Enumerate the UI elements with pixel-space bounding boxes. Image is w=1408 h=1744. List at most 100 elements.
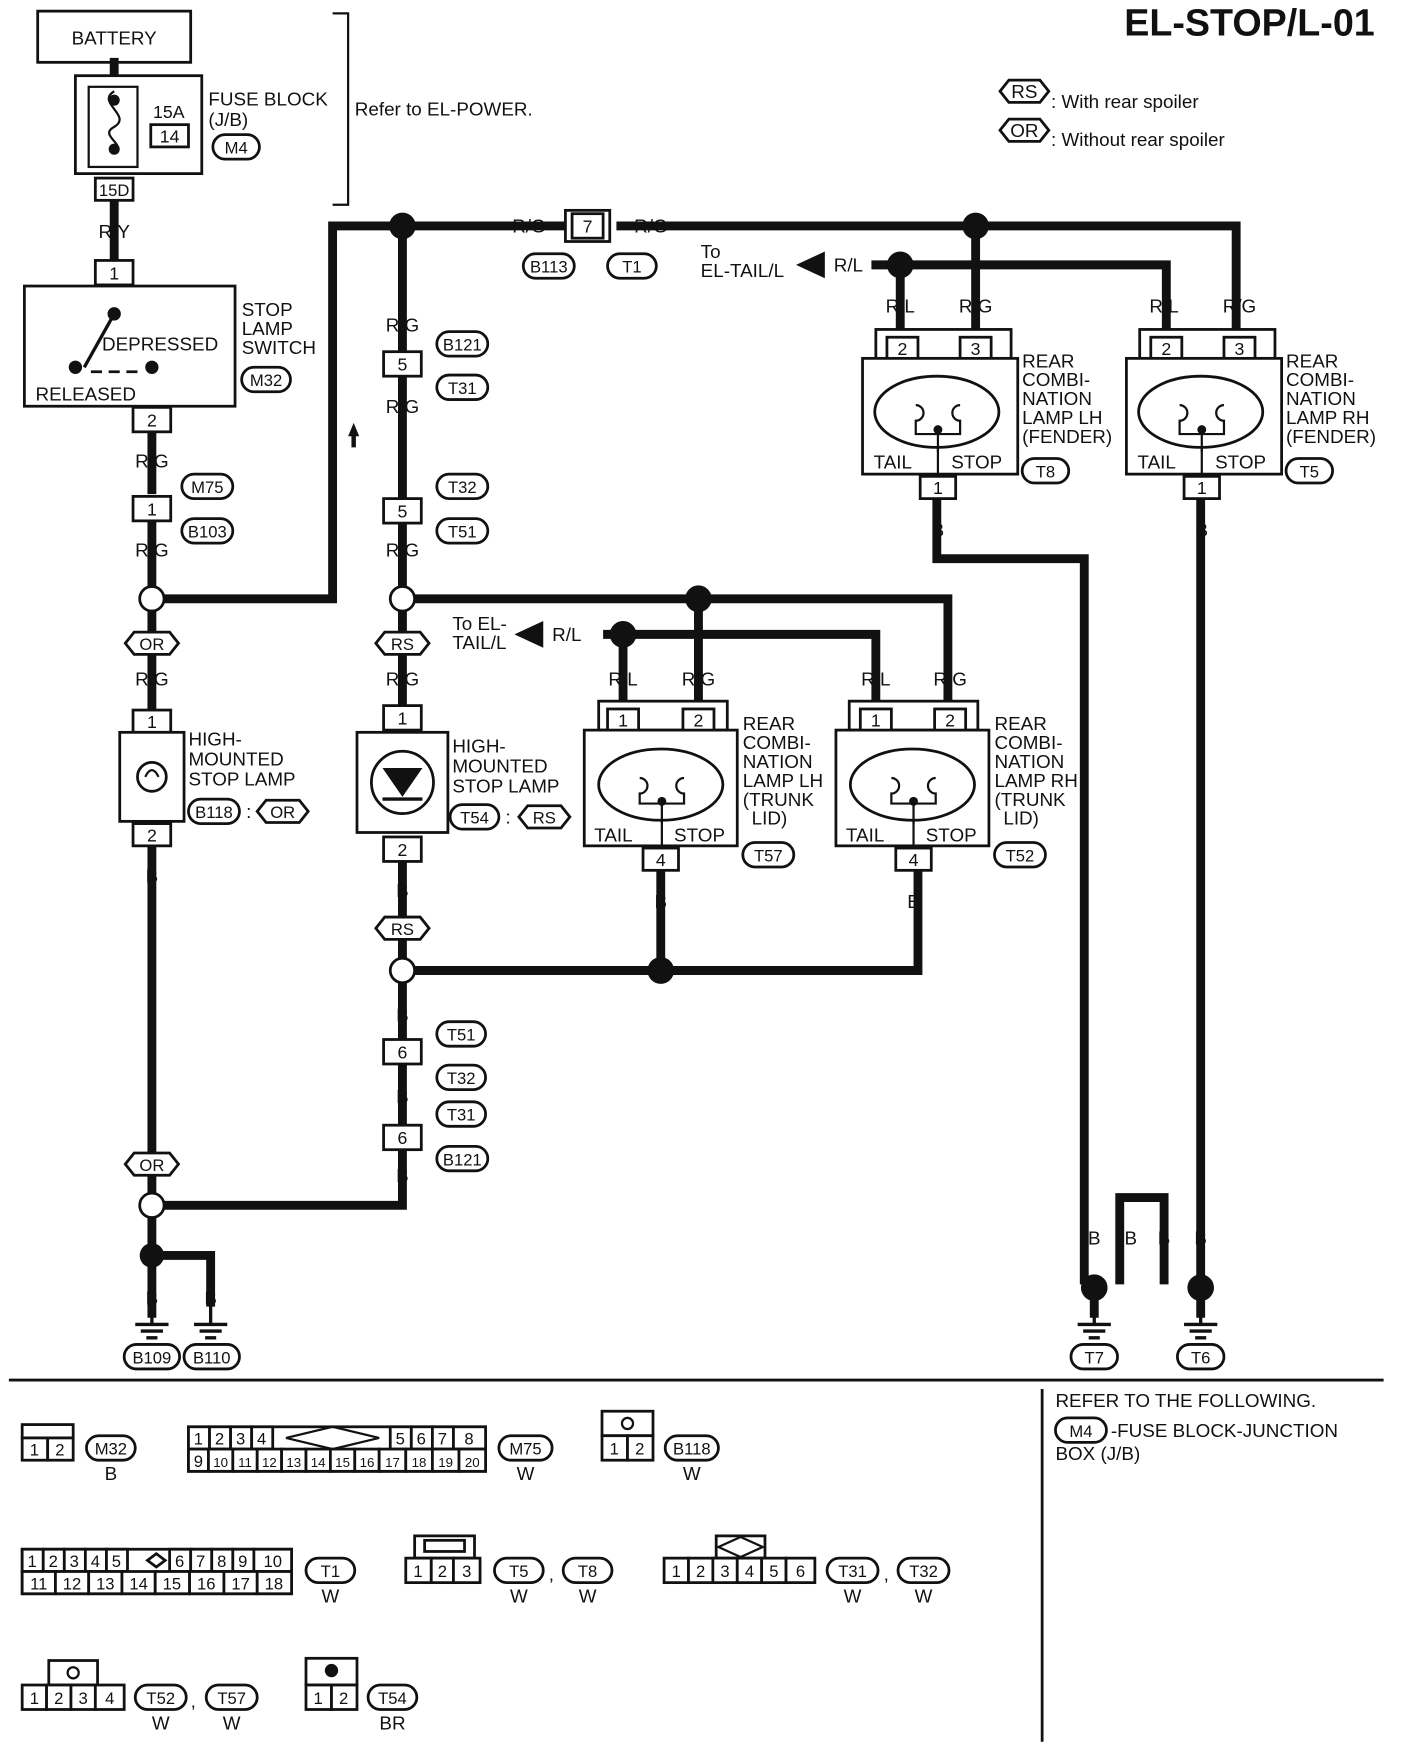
svg-text:13: 13 (286, 1455, 301, 1470)
svg-text:OR: OR (139, 1156, 164, 1175)
svg-text:2: 2 (945, 711, 955, 731)
option-or-1: OR (123, 630, 181, 656)
option-or-2: OR (123, 1151, 181, 1177)
svg-text:COMBI-: COMBI- (994, 733, 1062, 754)
svg-text:T32: T32 (909, 1562, 938, 1581)
svg-text:4: 4 (91, 1552, 100, 1571)
connector-face-b118: 1 2 B118 W (600, 1409, 720, 1485)
svg-text:BR: BR (379, 1714, 405, 1735)
svg-text:2: 2 (147, 410, 157, 430)
svg-text:18: 18 (265, 1574, 283, 1593)
svg-text:M4: M4 (1069, 1422, 1092, 1441)
svg-text:R/G: R/G (959, 297, 992, 318)
to-tail-2-b: TAIL/L (452, 633, 506, 654)
svg-text:REAR: REAR (994, 714, 1046, 735)
svg-text:BOX (J/B): BOX (J/B) (1055, 1444, 1140, 1465)
svg-text:1: 1 (30, 1689, 39, 1708)
svg-text:W: W (915, 1587, 933, 1608)
svg-text:T5: T5 (509, 1562, 528, 1581)
svg-text:TAIL: TAIL (594, 825, 632, 846)
svg-text:NATION: NATION (1286, 389, 1356, 410)
switch-conn: M32 (250, 371, 282, 390)
svg-text:OR: OR (270, 803, 295, 822)
svg-text:R/L: R/L (886, 297, 915, 318)
svg-text:15: 15 (163, 1574, 181, 1593)
svg-text:W: W (844, 1587, 862, 1608)
wire-rg-2: R/G (135, 540, 168, 561)
wire-rl-mid: R/L (552, 625, 581, 646)
svg-text:RS: RS (1011, 82, 1037, 103)
ground-b110: B110 (182, 1304, 241, 1371)
svg-text:REAR: REAR (743, 714, 795, 735)
svg-text:2: 2 (215, 1430, 224, 1449)
joint-connector-b-t31: 6 T31 B121 (382, 1100, 490, 1173)
wire-rg-top-b: R/G (634, 217, 667, 238)
stop-lamp-switch: 1 DEPRESSED RELEASED 2 STOP LAMP SWITCH … (23, 259, 316, 434)
svg-text:B110: B110 (193, 1348, 231, 1367)
svg-text:(FENDER): (FENDER) (1022, 427, 1112, 448)
svg-text:M32: M32 (95, 1440, 127, 1459)
svg-text:1: 1 (147, 499, 157, 519)
svg-text:T5: T5 (1300, 462, 1319, 481)
rear-combination-lamp-lh-trunk: 1 2 TAIL STOP 4 REAR COMBI- NATION LAMP … (582, 699, 823, 872)
svg-text:MOUNTED: MOUNTED (452, 756, 547, 777)
svg-text:(TRUNK: (TRUNK (743, 790, 815, 811)
svg-text:7: 7 (196, 1552, 205, 1571)
battery-label: BATTERY (72, 28, 158, 49)
svg-text:3: 3 (70, 1552, 79, 1571)
svg-text:2: 2 (694, 711, 704, 731)
svg-text:16: 16 (197, 1574, 215, 1593)
switch-released: RELEASED (35, 385, 136, 406)
svg-text:T52: T52 (146, 1689, 175, 1708)
svg-text:B118: B118 (673, 1440, 711, 1459)
svg-text:6: 6 (398, 1042, 408, 1062)
legend-rs-badge: RS (998, 78, 1051, 104)
legend: RS : With rear spoiler OR : Without rear… (998, 78, 1225, 151)
svg-text:COMBI-: COMBI- (743, 733, 811, 754)
svg-text:T54: T54 (460, 809, 489, 828)
wires (109, 198, 1241, 1318)
svg-text:2: 2 (339, 1689, 348, 1708)
refer-power: Refer to EL-POWER. (355, 100, 533, 121)
svg-text:10: 10 (263, 1552, 281, 1571)
svg-text:2: 2 (398, 840, 408, 860)
svg-text:11: 11 (238, 1455, 252, 1470)
svg-text:5: 5 (398, 501, 408, 521)
svg-text:1: 1 (28, 1552, 37, 1571)
connector-face-t31-t32: 1 2 3 4 5 6 T31 , T32 W W (662, 1534, 951, 1608)
svg-text:6: 6 (175, 1552, 184, 1571)
svg-text:B: B (1088, 1228, 1101, 1249)
svg-text:R/G: R/G (1223, 297, 1256, 318)
svg-text:B: B (932, 520, 945, 541)
switch-label-2: LAMP (242, 319, 293, 340)
svg-text:1: 1 (109, 263, 119, 283)
arrow-up-icon (348, 422, 360, 448)
svg-text:NATION: NATION (994, 752, 1064, 773)
svg-text:17: 17 (385, 1455, 400, 1470)
svg-text:,: , (191, 1691, 196, 1712)
svg-text:T31: T31 (838, 1562, 867, 1581)
svg-text:2: 2 (898, 339, 908, 359)
svg-text:8: 8 (217, 1552, 226, 1571)
connector-face-t52-t57: 1 2 3 4 T52 , T57 W W (20, 1659, 259, 1735)
fuse-pin: 15D (99, 181, 130, 200)
svg-text:3: 3 (971, 339, 981, 359)
svg-text:B109: B109 (132, 1348, 171, 1367)
wire-rg-1: R/G (135, 451, 168, 472)
svg-text:T51: T51 (448, 523, 477, 542)
wire-b-v2: B (396, 1006, 409, 1027)
svg-text:NATION: NATION (1022, 389, 1092, 410)
hmsl-rs: 1 2 HIGH- MOUNTED STOP LAMP T54 : RS (355, 704, 572, 863)
svg-text:1: 1 (398, 709, 408, 729)
wire-rg-v1: R/G (386, 316, 419, 337)
connector-face-m32: 1 2 M32 B (20, 1423, 137, 1485)
fuse-block-conn: M4 (225, 139, 248, 158)
svg-text:W: W (579, 1587, 597, 1608)
svg-text:REFER TO THE FOLLOWING.: REFER TO THE FOLLOWING. (1055, 1391, 1316, 1412)
svg-text::: : (246, 802, 251, 823)
svg-text:1: 1 (314, 1689, 323, 1708)
arrow-left-icon (796, 251, 825, 279)
svg-text:4: 4 (257, 1430, 266, 1449)
wire-rg-3: R/G (135, 670, 168, 691)
wire-rl-top: R/L (834, 256, 863, 277)
